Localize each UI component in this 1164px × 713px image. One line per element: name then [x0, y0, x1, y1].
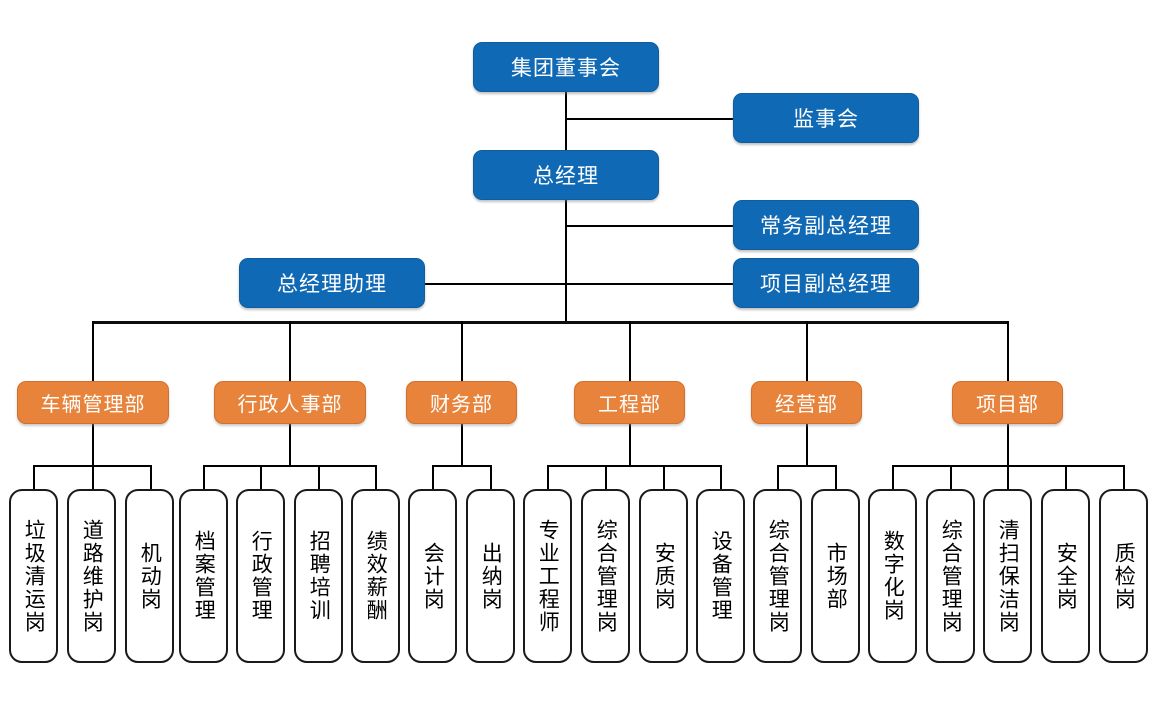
node-position[interactable]: 安全岗 [1041, 489, 1090, 663]
node-position[interactable]: 出纳岗 [466, 489, 515, 663]
position-label: 市场部 [824, 541, 848, 611]
position-label: 综合管理岗 [594, 518, 618, 634]
position-label: 出纳岗 [479, 541, 503, 611]
node-department-project[interactable]: 项目部 [952, 381, 1063, 424]
connector-bus-to-dept-5 [806, 321, 808, 381]
node-executive-deputy-gm[interactable]: 常务副总经理 [733, 200, 919, 250]
node-department-vehicle-management[interactable]: 车辆管理部 [17, 381, 169, 424]
connector-assistant-to-spine [424, 283, 566, 285]
node-position[interactable]: 绩效薪酬 [351, 489, 400, 663]
department-bus [92, 321, 1009, 324]
connector-dept4-bar [547, 465, 721, 467]
connector-bus-to-dept-1 [92, 321, 94, 381]
position-label: 综合管理岗 [766, 518, 790, 634]
position-label: 招聘培训 [307, 530, 331, 622]
position-label: 会计岗 [421, 541, 445, 611]
position-label: 绩效薪酬 [364, 530, 388, 622]
position-label: 综合管理岗 [939, 518, 963, 634]
connector-dept1-stem [92, 424, 94, 466]
position-label: 清扫保洁岗 [996, 518, 1020, 634]
connector-dept1-drop-2 [92, 465, 94, 490]
node-department-engineering[interactable]: 工程部 [574, 381, 685, 424]
position-label: 质检岗 [1112, 541, 1136, 611]
connector-dept4-stem [629, 424, 631, 466]
connector-spine-to-exec-deputy [565, 225, 733, 227]
connector-gm-spine [565, 199, 567, 323]
connector-dept6-drop-3 [1007, 465, 1009, 490]
node-position[interactable]: 专业工程师 [523, 489, 572, 663]
connector-dept6-drop-2 [950, 465, 952, 490]
connector-board-to-gm [565, 92, 567, 152]
node-position[interactable]: 机动岗 [125, 489, 174, 663]
position-label: 数字化岗 [881, 530, 905, 622]
node-department-operations[interactable]: 经营部 [751, 381, 862, 424]
connector-dept4-drop-4 [720, 465, 722, 490]
connector-dept4-drop-1 [547, 465, 549, 490]
connector-bus-to-dept-6 [1007, 321, 1009, 381]
connector-dept4-drop-2 [605, 465, 607, 490]
node-position[interactable]: 市场部 [811, 489, 860, 663]
node-position[interactable]: 清扫保洁岗 [983, 489, 1032, 663]
connector-dept2-drop-3 [318, 465, 320, 490]
connector-dept2-drop-1 [203, 465, 205, 490]
connector-bus-to-dept-2 [289, 321, 291, 381]
node-position[interactable]: 质检岗 [1099, 489, 1148, 663]
node-position[interactable]: 数字化岗 [868, 489, 917, 663]
connector-dept6-stem [1007, 424, 1009, 466]
connector-dept3-stem [461, 424, 463, 466]
node-position[interactable]: 招聘培训 [294, 489, 343, 663]
connector-dept1-drop-3 [150, 465, 152, 490]
connector-dept1-drop-1 [33, 465, 35, 490]
connector-spine-to-project-deputy [565, 283, 733, 285]
connector-dept4-drop-3 [663, 465, 665, 490]
node-department-finance[interactable]: 财务部 [406, 381, 517, 424]
connector-gm-spine-to-supervisory [565, 118, 733, 120]
connector-dept6-drop-4 [1065, 465, 1067, 490]
node-position[interactable]: 综合管理岗 [753, 489, 802, 663]
node-position[interactable]: 设备管理 [696, 489, 745, 663]
connector-bus-to-dept-4 [629, 321, 631, 381]
connector-dept5-bar [777, 465, 836, 467]
connector-dept5-drop-1 [777, 465, 779, 490]
connector-dept3-bar [432, 465, 491, 467]
node-gm-assistant[interactable]: 总经理助理 [239, 258, 425, 308]
connector-dept2-stem [289, 424, 291, 466]
node-department-admin-hr[interactable]: 行政人事部 [214, 381, 366, 424]
node-position[interactable]: 综合管理岗 [581, 489, 630, 663]
connector-dept5-stem [806, 424, 808, 466]
position-label: 安全岗 [1054, 541, 1078, 611]
node-board[interactable]: 集团董事会 [473, 42, 659, 92]
position-label: 设备管理 [709, 530, 733, 622]
connector-dept6-drop-5 [1123, 465, 1125, 490]
connector-dept3-drop-1 [432, 465, 434, 490]
position-label: 道路维护岗 [80, 518, 104, 634]
connector-dept6-drop-1 [892, 465, 894, 490]
connector-bus-to-dept-3 [461, 321, 463, 381]
position-label: 专业工程师 [536, 518, 560, 634]
position-label: 行政管理 [249, 530, 273, 622]
node-position[interactable]: 垃圾清运岗 [9, 489, 58, 663]
connector-dept2-bar [203, 465, 376, 467]
node-position[interactable]: 档案管理 [179, 489, 228, 663]
connector-dept2-drop-4 [375, 465, 377, 490]
node-position[interactable]: 道路维护岗 [67, 489, 116, 663]
position-label: 机动岗 [138, 541, 162, 611]
connector-dept3-drop-2 [490, 465, 492, 490]
node-project-deputy-gm[interactable]: 项目副总经理 [733, 258, 919, 308]
node-position[interactable]: 行政管理 [236, 489, 285, 663]
node-position[interactable]: 安质岗 [639, 489, 688, 663]
node-supervisory-board[interactable]: 监事会 [733, 93, 919, 143]
position-label: 档案管理 [192, 530, 216, 622]
node-general-manager[interactable]: 总经理 [473, 150, 659, 200]
connector-dept2-drop-2 [260, 465, 262, 490]
connector-dept5-drop-2 [835, 465, 837, 490]
position-label: 垃圾清运岗 [22, 518, 46, 634]
position-label: 安质岗 [652, 541, 676, 611]
node-position[interactable]: 综合管理岗 [926, 489, 975, 663]
node-position[interactable]: 会计岗 [408, 489, 457, 663]
